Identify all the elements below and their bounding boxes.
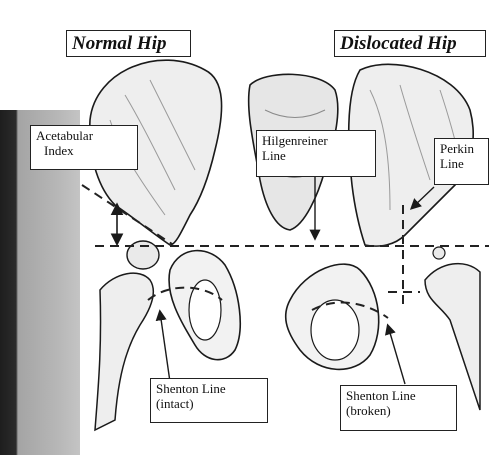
acetabular-index-label: Acetabular Index <box>30 125 138 170</box>
shenton-line-broken-label: Shenton Line (broken) <box>340 385 457 431</box>
arrow-icon <box>388 326 405 384</box>
shenton-line-intact-label: Shenton Line (intact) <box>150 378 268 423</box>
perkin-line-label: Perkin Line <box>434 138 489 185</box>
right-femoral-head <box>433 247 445 259</box>
normal-hip-title: Normal Hip <box>66 30 191 57</box>
hilgenreiner-line-label: Hilgenreiner Line <box>256 130 376 177</box>
arrow-icon <box>160 312 170 382</box>
dislocated-hip-title: Dislocated Hip <box>334 30 486 57</box>
left-femur <box>95 273 153 430</box>
